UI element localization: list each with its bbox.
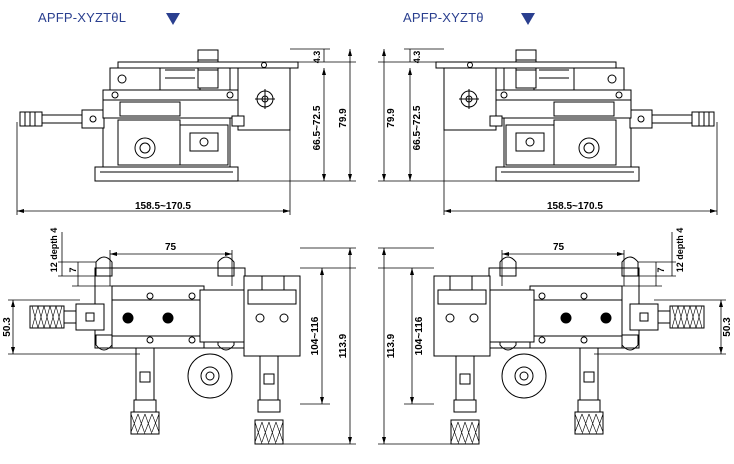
- top-view-right: [377, 231, 727, 445]
- side-view-right: [377, 48, 718, 216]
- dim-edge-left: 7: [68, 267, 78, 272]
- model-title-left: APFP-XYZTθL: [38, 10, 127, 25]
- dim-height-range-right: 66.5~72.5: [412, 105, 423, 150]
- mirrored-views: [377, 48, 727, 445]
- dim-length-total-left: 113.9: [338, 333, 349, 358]
- dim-height-total-left: 79.9: [338, 108, 349, 128]
- dim-tapped-hole-left: 12 depth 4: [49, 228, 59, 273]
- dim-top-offset-left: 4.3: [312, 51, 322, 64]
- dim-knob-height-right: 50.3: [722, 317, 733, 337]
- dim-width-left: 158.5~170.5: [135, 201, 191, 212]
- dim-length-range-left: 104~116: [310, 316, 321, 355]
- dim-pitch-right: 75: [553, 242, 565, 253]
- top-view-left: [7, 231, 357, 445]
- dim-width-right: 158.5~170.5: [547, 201, 603, 212]
- model-title-right: APFP-XYZTθ: [403, 10, 484, 25]
- dim-top-offset-right: 4.3: [412, 51, 422, 64]
- dim-pitch-left: 75: [165, 242, 177, 253]
- dim-knob-height-left: 50.3: [2, 317, 13, 337]
- down-triangle-icon: [166, 13, 180, 25]
- dim-height-range-left: 66.5~72.5: [312, 105, 323, 150]
- dim-tapped-hole-right: 12 depth 4: [675, 228, 685, 273]
- dim-edge-right: 7: [656, 267, 666, 272]
- dim-length-range-right: 104~116: [414, 316, 425, 355]
- dim-height-total-right: 79.9: [386, 108, 397, 128]
- side-view-left: [16, 48, 357, 216]
- down-triangle-icon: [521, 13, 535, 25]
- dim-length-total-right: 113.9: [386, 333, 397, 358]
